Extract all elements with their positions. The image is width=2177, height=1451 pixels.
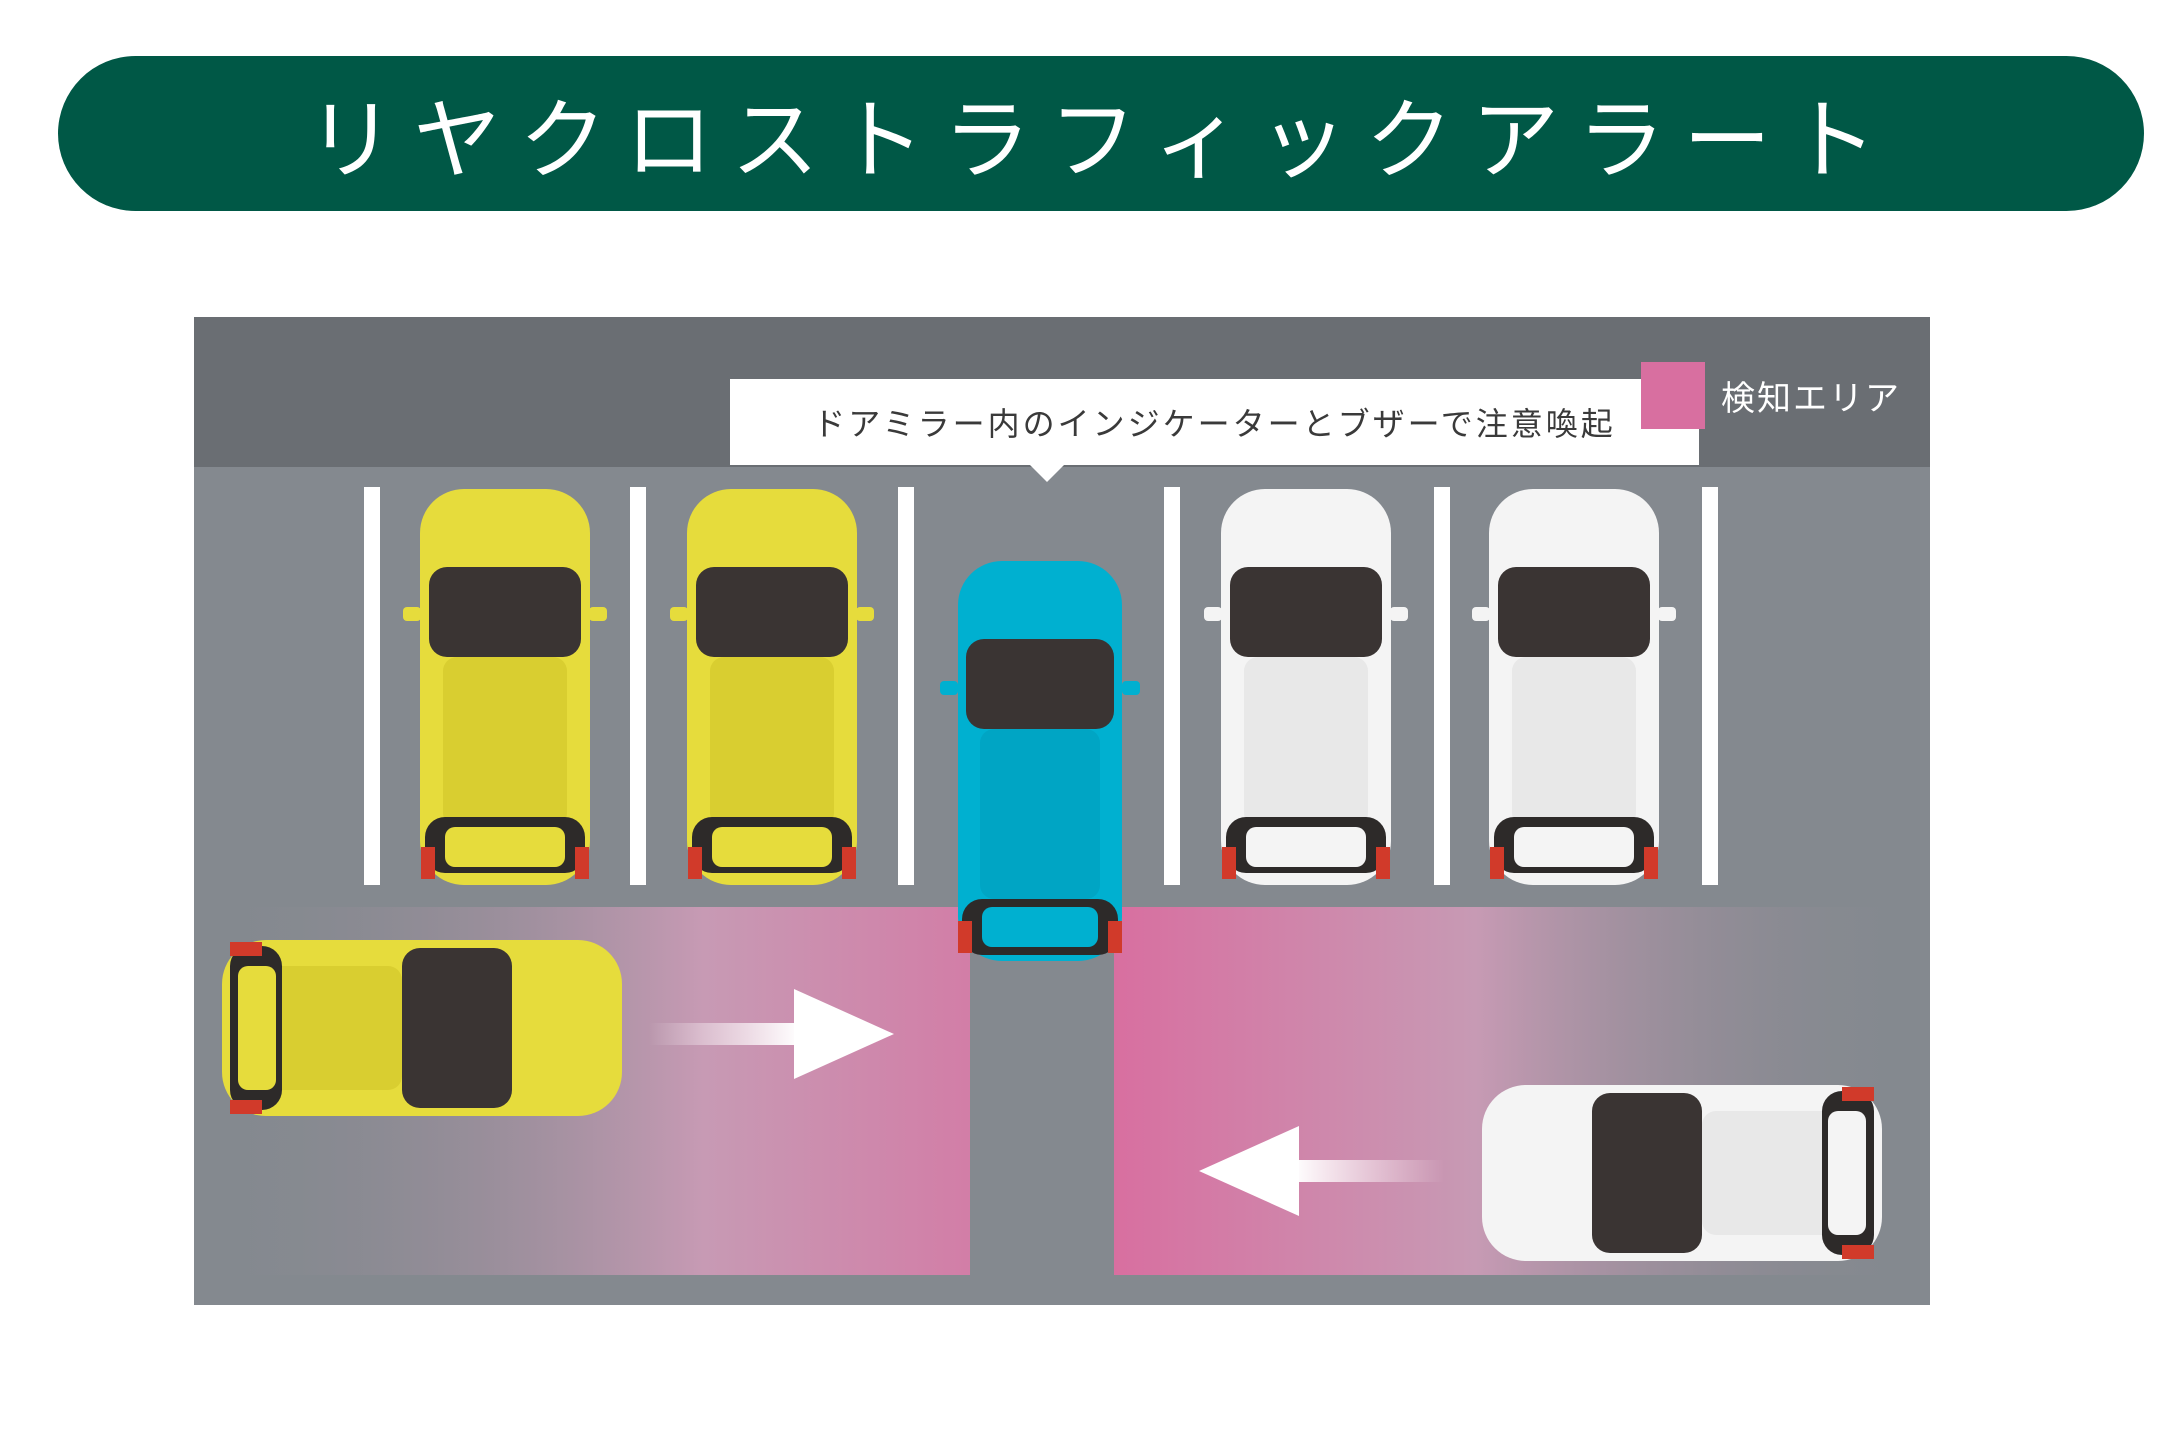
- legend: 検知エリア: [1641, 362, 1901, 429]
- callout-pointer: [1029, 464, 1065, 482]
- page-title: リヤクロストラフィックアラート: [306, 89, 1896, 192]
- parking-lines: [364, 487, 1718, 885]
- parked-car-white-2: [1472, 489, 1676, 885]
- title-banner: リヤクロストラフィックアラート: [58, 56, 2144, 211]
- parked-car-white-1: [1204, 489, 1408, 885]
- approaching-car-yellow: [222, 940, 622, 1116]
- center-lane: [970, 907, 1114, 1305]
- callout-box: ドアミラー内のインジケーターとブザーで注意喚起: [730, 379, 1699, 465]
- legend-label: 検知エリア: [1721, 379, 1901, 419]
- parked-car-yellow-2: [670, 489, 874, 885]
- arrow-right-icon: [649, 989, 894, 1079]
- parked-car-yellow-1: [403, 489, 607, 885]
- arrow-left-icon: [1199, 1126, 1444, 1216]
- approaching-car-white: [1482, 1085, 1882, 1261]
- parking-diagram: ドアミラー内のインジケーターとブザーで注意喚起 検知エリア: [194, 317, 1930, 1305]
- legend-swatch: [1641, 362, 1705, 429]
- own-car-cyan: [940, 561, 1140, 961]
- callout-text: ドアミラー内のインジケーターとブザーで注意喚起: [813, 405, 1616, 443]
